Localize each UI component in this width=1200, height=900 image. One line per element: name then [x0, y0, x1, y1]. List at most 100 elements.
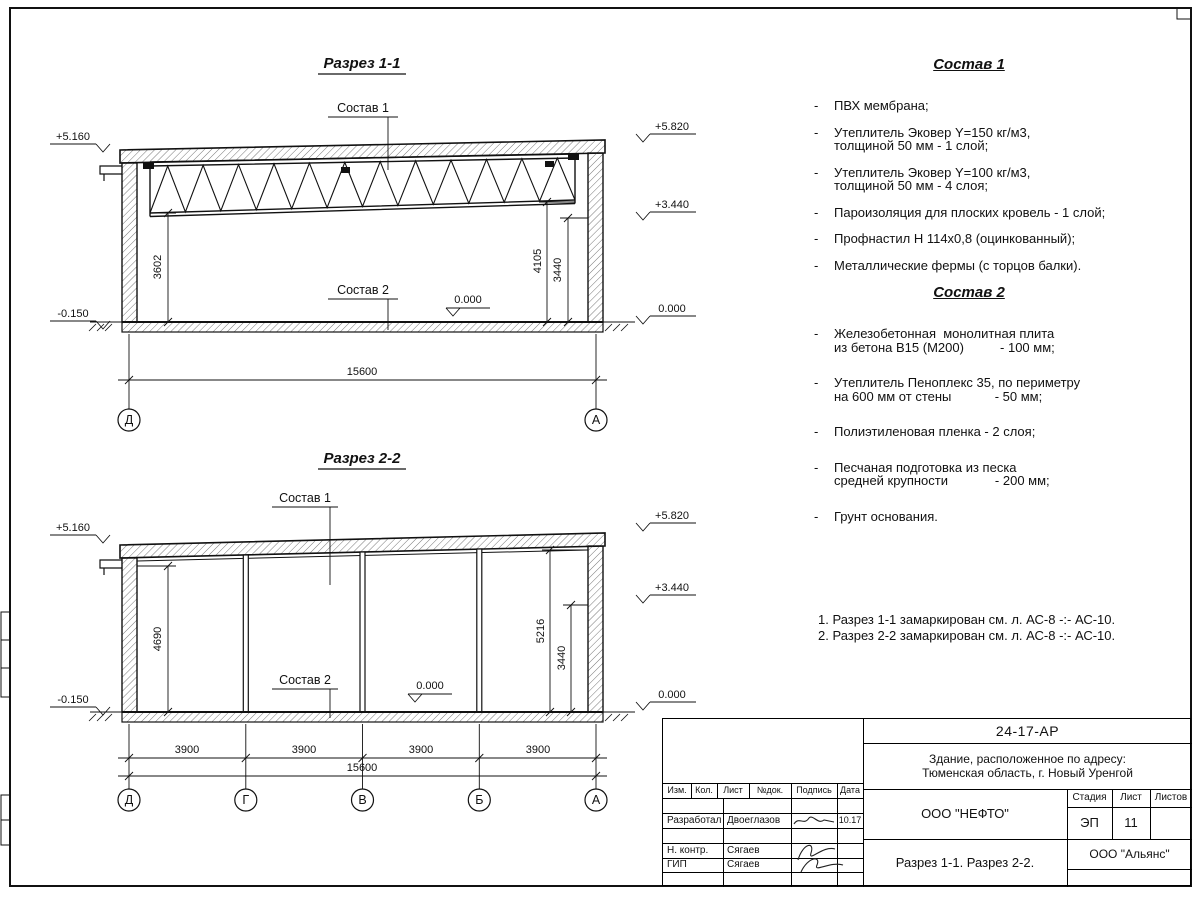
section-title: Разрез 1-1 [323, 55, 400, 72]
floor-slab [121, 321, 604, 333]
bullet-dash: - [814, 424, 819, 439]
left-wall [121, 162, 138, 323]
list-item: - Железобетонная монолитная плита из бет… [810, 327, 1128, 354]
list-item: - Утеплитель Пеноплекс 35, по периметру … [810, 376, 1128, 403]
list-item-line: ПВХ мембрана; [834, 98, 929, 113]
dim-left-height: 4690 [152, 627, 164, 651]
list-item-text: Грунт основания. [834, 508, 938, 524]
col-header-izm: Изм. [667, 785, 687, 796]
list-item-text: Профнастил Н 114х0,8 (оцинкованный); [834, 232, 1075, 246]
list-item-text: Металлические фермы (с торцов балки). [834, 258, 1081, 273]
list-item-text: Песчаная подготовка из песка средней кру… [834, 460, 1050, 488]
note-line: 1. Разрез 1-1 замаркирован см. л. АС-8 -… [818, 612, 1116, 627]
section-2-2-drawing: Разрез 2-2 Состав 1 Состав [50, 450, 696, 812]
stage-label: Стадия [1072, 792, 1107, 803]
bullet-dash: - [814, 164, 819, 180]
sostav1-callout: Состав 1 [279, 491, 331, 505]
dim-left-height: 3602 [152, 255, 164, 279]
elevation-label: -0.150 [57, 694, 88, 706]
row-role: Разработал [667, 814, 722, 826]
doc-number: 24-17-АР [995, 722, 1060, 739]
elevation-label: +5.160 [56, 131, 90, 143]
list-item-line: средней крупности - 200 мм; [834, 473, 1050, 488]
dim-right-height2: 3440 [552, 258, 564, 282]
dim-bay: 3900 [292, 744, 316, 756]
list-item-line: Пароизоляция для плоских кровель - 1 сло… [834, 204, 1106, 220]
row-date: 10.17 [838, 815, 862, 826]
sostav2-list: Состав 2 - Железобетонная монолитная пли… [810, 284, 1128, 545]
list-item-line: из бетона В15 (М200) - 100 мм; [834, 339, 1055, 355]
row-role: Н. контр. [667, 844, 709, 856]
side-stamp-boxes [0, 611, 11, 846]
sheet-label: Лист [1120, 792, 1142, 803]
dimensions [118, 197, 607, 409]
list-item: - Песчаная подготовка из песка средней к… [810, 460, 1128, 488]
elevation-label: +5.820 [655, 121, 689, 133]
dim-right-height2: 3440 [556, 646, 568, 670]
list-item-text: Полиэтиленовая пленка - 2 слоя; [834, 425, 1035, 439]
sostav1-list: Состав 1 - ПВХ мембрана; - Утеплитель Эк… [810, 56, 1128, 285]
bullet-dash: - [814, 204, 819, 220]
elevation-label: +3.440 [655, 582, 689, 594]
list-item-text: Пароизоляция для плоских кровель - 1 сло… [834, 204, 1106, 220]
sheets-total [1150, 807, 1192, 839]
roof-assembly [119, 139, 606, 164]
elevation-label: +5.160 [56, 522, 90, 534]
stage-value: ЭП [1080, 815, 1099, 831]
grid-letter: А [592, 793, 601, 807]
list-item-text: Утеплитель Эковер Y=150 кг/м3, толщиной … [834, 125, 1030, 153]
bullet-dash: - [814, 257, 819, 273]
list-item-line: толщиной 50 мм - 1 слой; [834, 138, 989, 153]
right-wall [587, 152, 604, 323]
left-wall [121, 557, 138, 713]
list-item-line: Профнастил Н 114х0,8 (оцинкованный); [834, 231, 1076, 246]
elevation-label: 0.000 [658, 303, 686, 315]
elevation-label: 0.000 [658, 689, 686, 701]
dim-bay: 3900 [526, 744, 550, 756]
list-item: - Пароизоляция для плоских кровель - 1 с… [810, 204, 1128, 220]
col-header-list: Лист [723, 785, 743, 796]
bullet-dash: - [814, 375, 819, 390]
address-line: Здание, расположенное по адресу: [928, 751, 1127, 766]
col-header-podpis: Подпись [796, 785, 832, 796]
contractor-name: ООО "Альянс" [1089, 846, 1170, 861]
roof-truss [143, 153, 579, 218]
truss-node-plate [341, 167, 350, 173]
col-header-data: Дата [840, 785, 860, 796]
sheets-label: Листов [1154, 792, 1188, 803]
dimensions [118, 545, 607, 789]
elevation-label: 0.000 [416, 680, 444, 692]
list-item: - Утеплитель Эковер Y=100 кг/м3, толщино… [810, 164, 1128, 193]
truss-node-plate [545, 161, 554, 167]
grid-bubbles [117, 788, 608, 812]
sostav2-callout: Состав 2 [337, 283, 389, 297]
address-line: Тюменская область, г. Новый Уренгой [922, 766, 1133, 780]
truss-bearing-pad [568, 153, 579, 160]
list-item: - Утеплитель Эковер Y=150 кг/м3, толщино… [810, 125, 1128, 153]
elevation-marks [50, 522, 696, 716]
list-item-line: Железобетонная монолитная плита [834, 326, 1055, 341]
project-address: Здание, расположенное по адресу: Тюменск… [863, 743, 1192, 789]
sostav2-callout: Состав 2 [279, 673, 331, 687]
col-header-kol: Кол. [695, 785, 713, 796]
dim-right-height1: 5216 [535, 619, 547, 643]
list-item-line: Грунт основания. [834, 508, 938, 524]
grid-letter: Д [125, 413, 134, 427]
row-name: Сягаев [727, 859, 760, 870]
floor-slab [121, 711, 604, 723]
roof-assembly [119, 532, 606, 559]
sheet-frame [0, 7, 1192, 887]
bullet-dash: - [814, 98, 819, 113]
list-item: - Полиэтиленовая пленка - 2 слоя; [810, 425, 1128, 439]
grid-letter: Г [242, 793, 249, 807]
sostav1-title: Состав 1 [933, 56, 1005, 73]
signature [797, 844, 844, 873]
sheet-number: 11 [1124, 815, 1138, 831]
grid-letter: Б [475, 793, 483, 807]
elevation-marks [50, 133, 696, 330]
elevation-label: +3.440 [655, 199, 689, 211]
sheet-notes: 1. Разрез 1-1 замаркирован см. л. АС-8 -… [818, 612, 1115, 644]
list-item-text: Утеплитель Эковер Y=100 кг/м3, толщиной … [834, 165, 1030, 193]
